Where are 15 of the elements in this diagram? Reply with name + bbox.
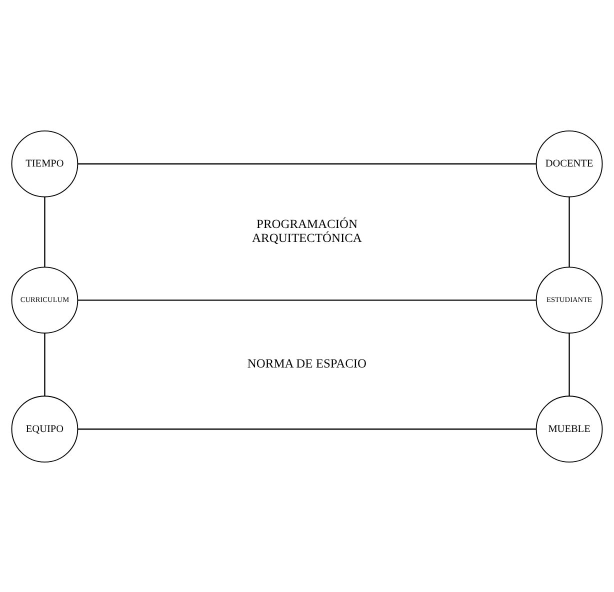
node-circle: EQUIPO — [11, 395, 78, 462]
connector — [78, 428, 536, 430]
connector — [78, 299, 536, 300]
connector — [568, 196, 570, 266]
node-circle: ESTUDIANTE — [536, 266, 603, 334]
node-circle: CURRICULUM — [11, 266, 78, 334]
node-circle: MUEBLE — [536, 395, 603, 462]
connector — [44, 196, 46, 266]
node-circle: TIEMPO — [11, 130, 78, 197]
node-circle: DOCENTE — [536, 130, 603, 197]
connector — [568, 332, 570, 396]
label: NORMA DE ESPACIO — [247, 356, 367, 370]
connector — [44, 332, 46, 396]
label: PROGRAMACIÓN ARQUITECTÓNICA — [252, 216, 362, 244]
connector — [78, 162, 536, 164]
